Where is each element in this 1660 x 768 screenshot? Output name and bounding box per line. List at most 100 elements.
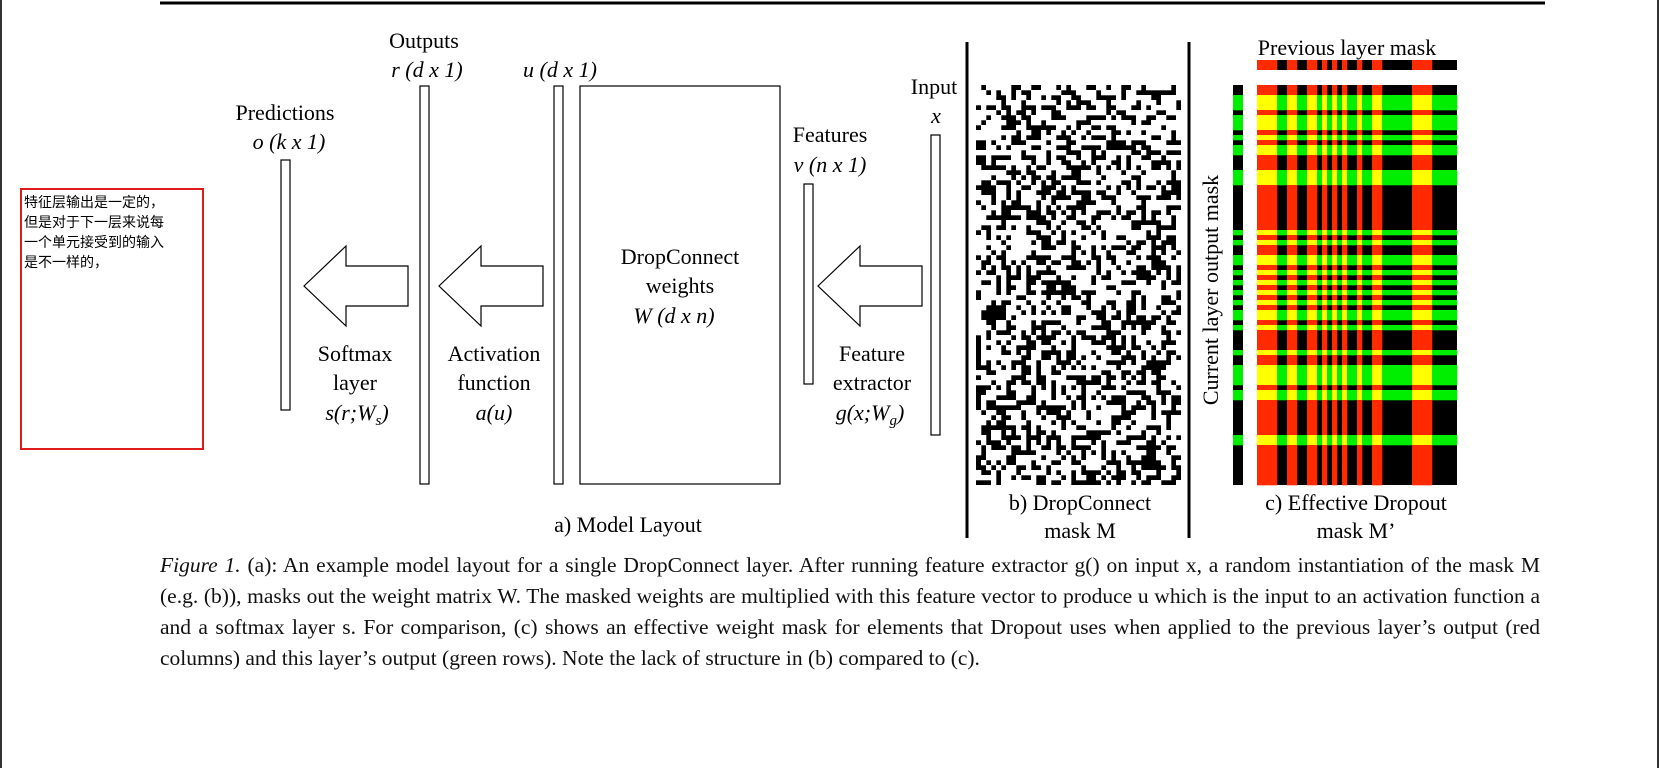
mask-cell [1136, 120, 1142, 126]
effective-mask-cell [1332, 410, 1338, 416]
effective-mask-cell [1417, 195, 1423, 201]
mask-cell [1141, 95, 1147, 101]
effective-mask-cell [1382, 375, 1388, 381]
mask-cell [1011, 295, 1017, 301]
effective-mask-cell [1332, 310, 1338, 316]
mask-cell [1071, 415, 1077, 421]
mask-cell [1011, 150, 1017, 156]
effective-mask-cell [1382, 255, 1388, 261]
mask-cell [1161, 115, 1167, 121]
mask-cell [1101, 295, 1107, 301]
effective-mask-cell [1372, 440, 1378, 446]
mask-cell [1036, 295, 1042, 301]
mask-cell [1076, 235, 1082, 241]
mask-cell [1126, 100, 1132, 106]
mask-cell [991, 255, 997, 261]
effective-mask-cell [1377, 290, 1383, 296]
mask-cell [1161, 175, 1167, 181]
effective-mask-cell [1327, 370, 1333, 376]
mask-cell [1046, 480, 1052, 486]
effective-mask-cell [1382, 310, 1388, 316]
mask-cell [1146, 390, 1152, 396]
current-layer-output-mask-strip [1233, 85, 1243, 485]
mask-cell [1046, 365, 1052, 371]
effective-mask-cell [1392, 350, 1398, 356]
mask-cell [1156, 435, 1162, 441]
effective-mask-cell [1422, 215, 1428, 221]
effective-mask-cell [1312, 415, 1318, 421]
effective-mask-cell [1397, 170, 1403, 176]
effective-mask-cell [1307, 300, 1313, 306]
effective-mask-cell [1417, 235, 1423, 241]
mask-cell [1141, 310, 1147, 316]
mask-cell [1096, 150, 1102, 156]
mask-cell [1091, 140, 1097, 146]
mask-cell [1031, 190, 1037, 196]
effective-mask-cell [1377, 235, 1383, 241]
effective-mask-cell [1272, 185, 1278, 191]
mask-cell [1006, 445, 1012, 451]
current-mask-cell [1233, 290, 1243, 296]
effective-mask-cell [1397, 435, 1403, 441]
effective-mask-cell [1257, 135, 1263, 141]
mask-cell [1171, 260, 1177, 266]
mask-cell [1026, 415, 1032, 421]
effective-mask-cell [1267, 255, 1273, 261]
outputs-vector [419, 85, 430, 485]
mask-cell [1126, 290, 1132, 296]
mask-cell [1176, 440, 1182, 446]
effective-mask-cell [1382, 180, 1388, 186]
effective-mask-cell [1342, 345, 1348, 351]
figure-caption: Figure 1. (a): An example model layout f… [160, 550, 1540, 674]
mask-cell [991, 240, 997, 246]
mask-cell [1036, 250, 1042, 256]
effective-mask-cell [1362, 100, 1368, 106]
mask-cell [1166, 345, 1172, 351]
mask-cell [1106, 260, 1112, 266]
effective-mask-cell [1287, 280, 1293, 286]
effective-mask-cell [1417, 330, 1423, 336]
effective-mask-cell [1322, 120, 1328, 126]
mask-cell [1176, 345, 1182, 351]
effective-mask-cell [1352, 100, 1358, 106]
effective-mask-cell [1312, 140, 1318, 146]
mask-cell [1101, 400, 1107, 406]
effective-mask-cell [1357, 245, 1363, 251]
effective-mask-cell [1347, 290, 1353, 296]
effective-mask-cell [1362, 350, 1368, 356]
effective-mask-cell [1317, 290, 1323, 296]
effective-mask-cell [1357, 405, 1363, 411]
mask-cell [1161, 95, 1167, 101]
mask-cell [1166, 305, 1172, 311]
mask-cell [1001, 190, 1007, 196]
effective-mask-cell [1302, 325, 1308, 331]
effective-mask-cell [1357, 265, 1363, 271]
effective-mask-cell [1327, 180, 1333, 186]
u-dim: u (d x 1) [523, 57, 597, 82]
effective-mask-cell [1312, 365, 1318, 371]
effective-mask-cell [1422, 385, 1428, 391]
effective-mask-cell [1272, 435, 1278, 441]
mask-cell [991, 335, 997, 341]
mask-cell [1151, 205, 1157, 211]
effective-mask-cell [1412, 400, 1418, 406]
effective-mask-cell [1287, 230, 1293, 236]
effective-mask-cell [1452, 300, 1458, 306]
effective-mask-cell [1312, 210, 1318, 216]
effective-mask-cell [1317, 310, 1323, 316]
mask-cell [1046, 90, 1052, 96]
mask-cell [1166, 250, 1172, 256]
mask-cell [1171, 195, 1177, 201]
mask-cell [1091, 415, 1097, 421]
mask-cell [1081, 305, 1087, 311]
effective-mask-cell [1412, 160, 1418, 166]
mask-cell [1146, 405, 1152, 411]
mask-cell [1081, 230, 1087, 236]
effective-mask-cell [1422, 310, 1428, 316]
effective-mask-cell [1307, 370, 1313, 376]
effective-mask-cell [1387, 350, 1393, 356]
effective-mask-cell [1272, 465, 1278, 471]
effective-mask-cell [1272, 280, 1278, 286]
effective-mask-cell [1342, 195, 1348, 201]
softmax-line3: s(r;Ws) [325, 400, 388, 429]
